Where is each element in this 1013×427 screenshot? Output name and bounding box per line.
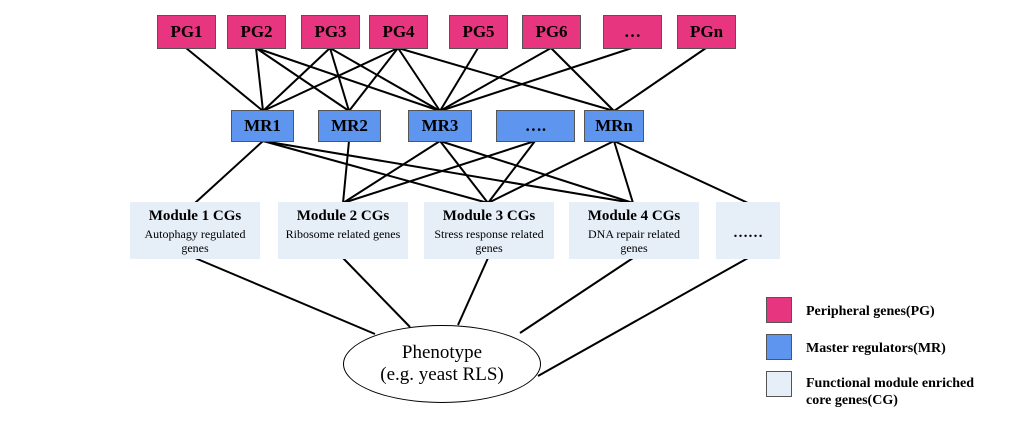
module-4-box: Module 4 CGs DNA repair related genes <box>569 202 699 259</box>
edge-mrn-cg4 <box>613 140 634 204</box>
module-4-subtitle: DNA repair related genes <box>588 227 680 255</box>
edge-pgn-mrn <box>613 47 707 112</box>
edge-mr3-cg4 <box>439 140 634 204</box>
edge-mr1-cg1 <box>194 140 264 204</box>
edge-mrdots-cg2 <box>342 140 536 204</box>
edge-pg3-mr1 <box>262 47 331 112</box>
edge-cg1-phenotype <box>194 257 376 335</box>
pg-node-6: PG6 <box>522 15 581 49</box>
edge-mr1-cg4 <box>262 140 634 204</box>
pg-node-n: PGn <box>677 15 736 49</box>
pg-node-ellipsis: … <box>603 15 662 49</box>
module-2-title: Module 2 CGs <box>296 208 390 224</box>
edge-mr2-cg2 <box>342 140 350 204</box>
phenotype-example: (e.g. yeast RLS) <box>380 364 504 385</box>
module-2-subtitle: Ribosome related genes <box>285 227 401 241</box>
mr-node-ellipsis: …. <box>496 110 575 142</box>
module-3-box: Module 3 CGs Stress response related gen… <box>424 202 554 259</box>
edge-pg6-mrn <box>550 47 615 112</box>
module-1-subtitle: Autophagy regulated genes <box>144 227 246 255</box>
mr-node-1: MR1 <box>231 110 294 142</box>
pg-node-2: PG2 <box>227 15 286 49</box>
legend-swatch-cg <box>766 371 792 397</box>
edge-pg3-mr2 <box>329 47 350 112</box>
edge-pg1-mr1 <box>185 47 264 112</box>
edge-pg6-mr3 <box>439 47 552 112</box>
legend-swatch-pg <box>766 297 792 323</box>
mr-node-3: MR3 <box>408 110 472 142</box>
legend-label-cg: Functional module enriched core genes(CG… <box>806 376 975 408</box>
mr-node-n: MRn <box>584 110 644 142</box>
edge-pg2-mr1 <box>255 47 264 112</box>
module-3-subtitle: Stress response related genes <box>434 227 544 255</box>
edge-mrdots-cg3 <box>487 140 536 204</box>
edge-mr1-cg3 <box>262 140 489 204</box>
edge-mrn-cgdots <box>613 140 749 204</box>
legend-label-mr: Master regulators(MR) <box>806 341 946 356</box>
module-1-box: Module 1 CGs Autophagy regulated genes <box>130 202 260 259</box>
edge-pg3-mr3 <box>329 47 441 112</box>
pg-node-5: PG5 <box>449 15 508 49</box>
edge-pg4-mr1 <box>262 47 399 112</box>
module-1-title: Module 1 CGs <box>148 208 242 224</box>
edge-cgdots-phenotype <box>537 257 749 377</box>
edge-mrn-cg3 <box>487 140 615 204</box>
phenotype-ellipse: Phenotype (e.g. yeast RLS) <box>343 325 541 403</box>
pg-node-1: PG1 <box>157 15 216 49</box>
module-ellipsis-label: …… <box>733 225 763 241</box>
edge-pg5-mr3 <box>439 47 479 112</box>
mr-node-2: MR2 <box>318 110 381 142</box>
pg-node-3: PG3 <box>301 15 360 49</box>
module-ellipsis-box: …… <box>716 202 780 259</box>
edge-pg4-mrn <box>397 47 615 112</box>
edge-cg4-phenotype <box>519 257 634 334</box>
legend-swatch-mr <box>766 334 792 360</box>
edge-pg2-mr2 <box>255 47 350 112</box>
edge-pg2-mr3 <box>255 47 441 112</box>
edge-pg4-mr2 <box>348 47 399 112</box>
edge-pg4-mr3 <box>397 47 441 112</box>
module-4-title: Module 4 CGs <box>587 208 681 224</box>
module-2-box: Module 2 CGs Ribosome related genes <box>278 202 408 259</box>
module-3-title: Module 3 CGs <box>442 208 536 224</box>
edge-mr3-cg3 <box>439 140 489 204</box>
edge-cg2-phenotype <box>342 257 411 328</box>
phenotype-title: Phenotype <box>401 342 483 363</box>
edge-mr3-cg2 <box>342 140 441 204</box>
edge-cg3-phenotype <box>457 257 489 326</box>
legend-label-pg: Peripheral genes(PG) <box>806 304 935 319</box>
pg-node-4: PG4 <box>369 15 428 49</box>
edge-pgdots-mr3 <box>439 47 633 112</box>
